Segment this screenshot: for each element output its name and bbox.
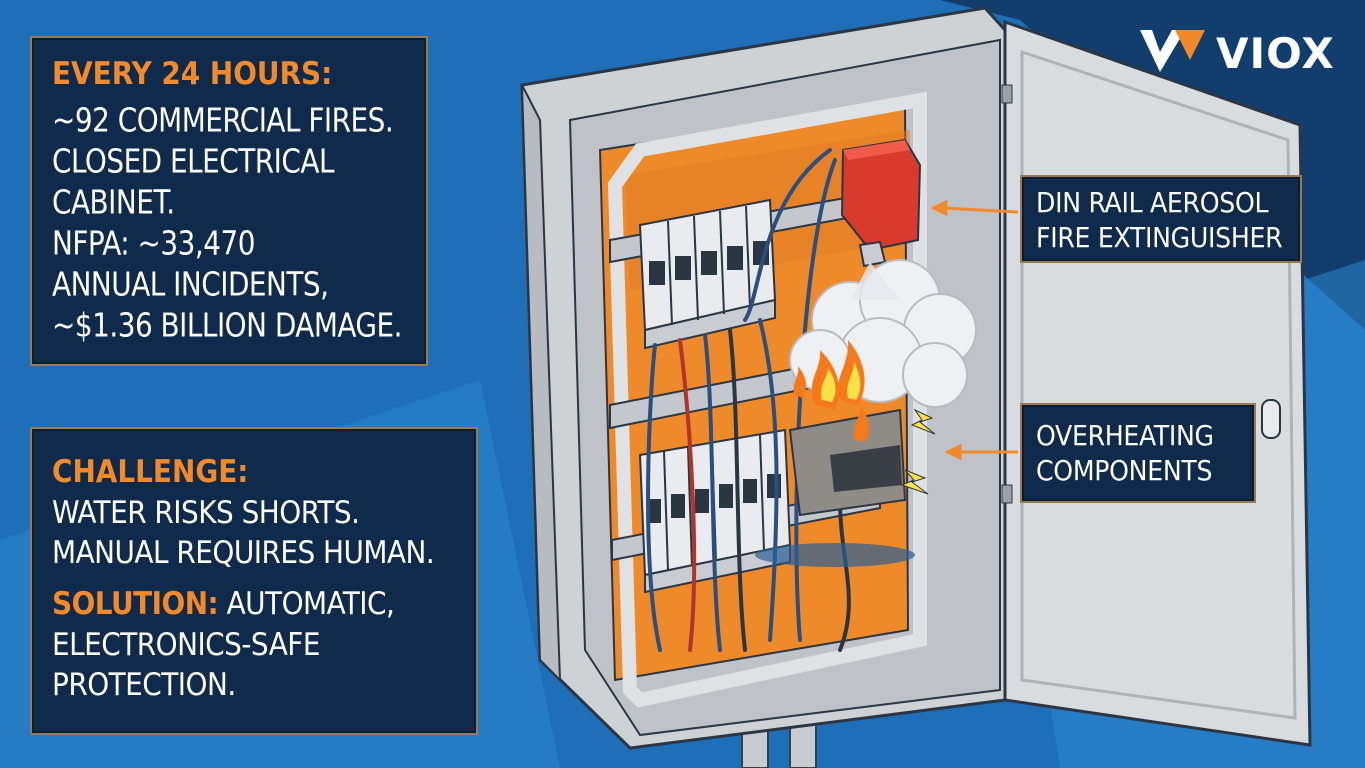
stats-heading: EVERY 24 HOURS: bbox=[52, 56, 333, 92]
challenge-solution-card: CHALLENGE: WATER RISKS SHORTS. MANUAL RE… bbox=[30, 427, 478, 735]
stats-line: ~$1.36 BILLION DAMAGE. bbox=[52, 307, 403, 345]
callout-line: OVERHEATING bbox=[1036, 419, 1214, 452]
challenge-line: WATER RISKS SHORTS. bbox=[52, 495, 360, 531]
flame-icon bbox=[793, 340, 870, 442]
solution-first-text: AUTOMATIC, bbox=[226, 586, 395, 622]
circuit-breakers-top bbox=[638, 198, 777, 350]
overheating-component-icon bbox=[788, 408, 907, 517]
stats-line: NFPA: ~33,470 bbox=[52, 225, 255, 263]
stats-line: CLOSED ELECTRICAL bbox=[52, 143, 334, 181]
spark-icon bbox=[900, 408, 936, 495]
viox-logo-icon bbox=[1140, 30, 1205, 72]
wiring bbox=[646, 148, 851, 652]
aerosol-extinguisher-icon bbox=[840, 138, 922, 268]
solution-first-line: SOLUTION: AUTOMATIC, bbox=[52, 583, 456, 625]
callout-arrows bbox=[930, 199, 1019, 461]
stats-card: EVERY 24 HOURS: ~92 COMMERCIAL FIRES. CL… bbox=[30, 36, 428, 366]
stats-line: ANNUAL INCIDENTS, bbox=[52, 266, 329, 304]
smoke-cloud-icon bbox=[789, 259, 977, 408]
callout-line: DIN RAIL AEROSOL bbox=[1036, 186, 1269, 219]
viox-logo-text: VIOX bbox=[1216, 29, 1335, 78]
solution-heading: SOLUTION: bbox=[52, 586, 219, 622]
solution-line: ELECTRONICS-SAFE bbox=[52, 627, 320, 663]
cabinet-door bbox=[1001, 19, 1312, 747]
challenge-heading: CHALLENGE: bbox=[52, 454, 249, 490]
circuit-breakers-bottom bbox=[638, 428, 792, 594]
solution-line: PROTECTION. bbox=[52, 667, 236, 703]
callout-line: COMPONENTS bbox=[1036, 454, 1213, 487]
callout-line: FIRE EXTINGUISHER bbox=[1036, 221, 1283, 254]
challenge-line: MANUAL REQUIRES HUMAN. bbox=[52, 535, 435, 571]
stats-line: ~92 COMMERCIAL FIRES. bbox=[52, 102, 394, 140]
extinguisher-callout: DIN RAIL AEROSOL FIRE EXTINGUISHER bbox=[1020, 175, 1302, 263]
stats-line: CABINET. bbox=[52, 184, 175, 222]
overheating-callout: OVERHEATING COMPONENTS bbox=[1020, 403, 1256, 503]
